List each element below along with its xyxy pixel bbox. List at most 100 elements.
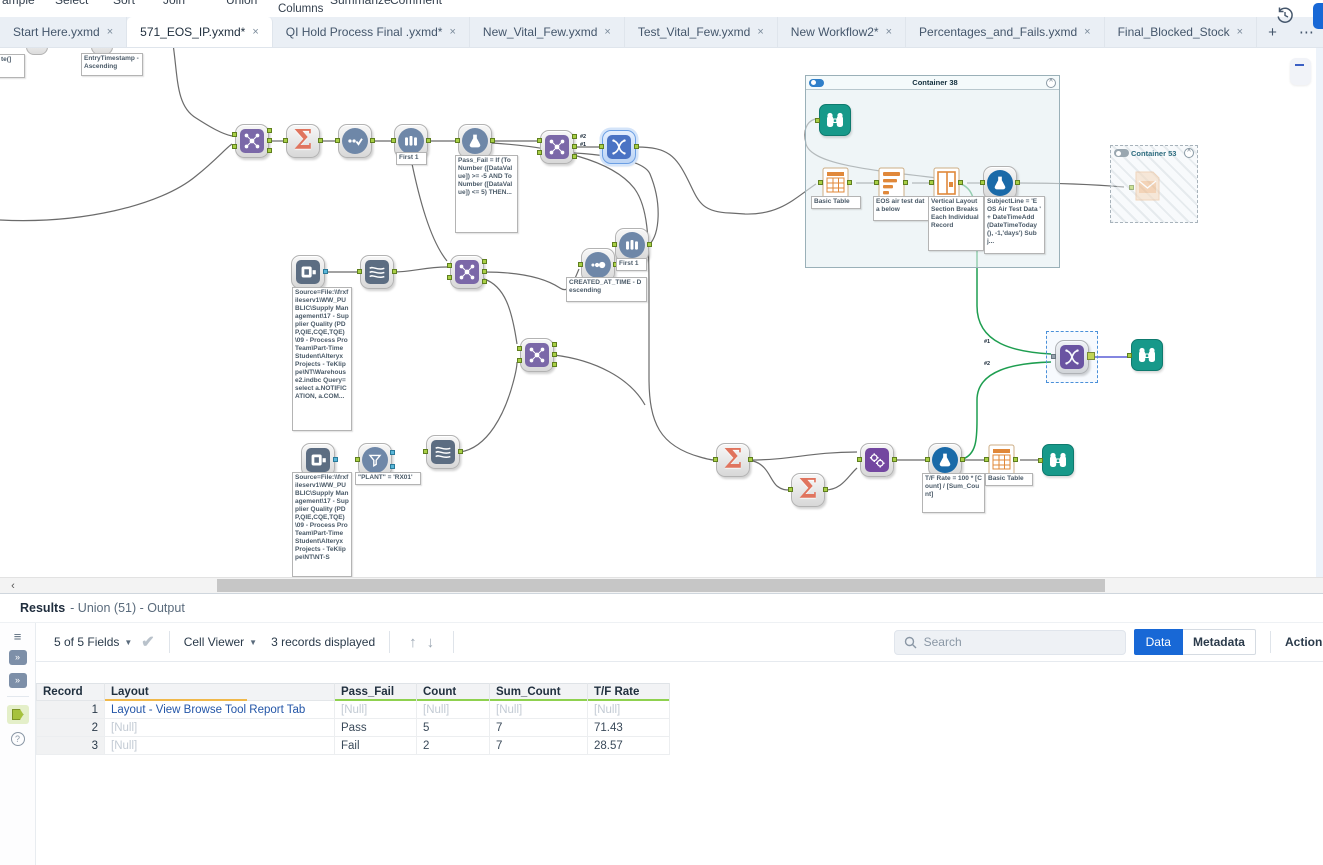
- workflow-tab[interactable]: 571_EOS_IP.yxmd*×: [127, 17, 273, 47]
- join-tool-3[interactable]: [450, 255, 484, 289]
- column-header-layout[interactable]: Layout: [105, 684, 335, 701]
- metadata-tab-button[interactable]: Metadata: [1183, 629, 1256, 655]
- history-icon[interactable]: [1275, 5, 1295, 25]
- connection-anchor[interactable]: [390, 450, 395, 455]
- connection-anchor[interactable]: [748, 457, 753, 462]
- join-tool-1[interactable]: [235, 124, 269, 158]
- email-tool[interactable]: [1134, 170, 1168, 204]
- connection-anchor[interactable]: [482, 269, 487, 274]
- connection-anchor[interactable]: [788, 487, 793, 492]
- sample-tool-2[interactable]: [615, 228, 649, 262]
- container-disabled-toggle[interactable]: [1114, 149, 1129, 157]
- connection-anchor[interactable]: [552, 352, 557, 357]
- canvas-h-scrollbar[interactable]: ‹: [0, 577, 1323, 593]
- formula-tool-tfrate[interactable]: [928, 443, 962, 477]
- connection-anchor[interactable]: [984, 457, 989, 462]
- chevrons-icon[interactable]: »: [9, 650, 27, 665]
- connection-anchor[interactable]: [874, 180, 879, 185]
- close-icon[interactable]: ×: [886, 26, 892, 38]
- run-button-partial[interactable]: [1313, 3, 1323, 29]
- connection-anchor[interactable]: [818, 180, 823, 185]
- connection-anchor[interactable]: [1129, 185, 1134, 190]
- formula-tool-subjectline[interactable]: [983, 166, 1017, 200]
- connection-anchor[interactable]: [612, 242, 617, 247]
- workflow-tab[interactable]: New Workflow2*×: [778, 17, 906, 47]
- connection-anchor[interactable]: [1127, 353, 1132, 358]
- connection-anchor[interactable]: [925, 457, 930, 462]
- connection-anchor[interactable]: [713, 457, 718, 462]
- close-icon[interactable]: ×: [107, 26, 113, 38]
- connection-anchor[interactable]: [599, 144, 604, 149]
- close-icon[interactable]: ×: [1084, 26, 1090, 38]
- check-icon[interactable]: ✔: [141, 632, 154, 652]
- connection-anchor[interactable]: [1015, 180, 1020, 185]
- connection-anchor[interactable]: [537, 150, 542, 155]
- column-header-sum-count[interactable]: Sum_Count: [490, 684, 588, 701]
- workflow-tab[interactable]: Test_Vital_Few.yxmd×: [625, 17, 778, 47]
- summarize-tool-2[interactable]: Σ: [716, 443, 750, 477]
- help-icon[interactable]: ?: [11, 732, 25, 746]
- close-icon[interactable]: ×: [252, 26, 258, 38]
- connection-anchor[interactable]: [426, 138, 431, 143]
- connection-anchor[interactable]: [572, 144, 577, 149]
- connection-anchor[interactable]: [903, 180, 908, 185]
- close-icon[interactable]: ×: [449, 26, 455, 38]
- browse-tool-2[interactable]: [1131, 339, 1165, 373]
- connection-anchor[interactable]: [355, 457, 360, 462]
- formula-tool-passfail[interactable]: [458, 124, 492, 158]
- close-icon[interactable]: ×: [604, 26, 610, 38]
- workflow-tab[interactable]: New_Vital_Few.yxmd×: [470, 17, 625, 47]
- connection-anchor[interactable]: [357, 269, 362, 274]
- connection-anchor[interactable]: [892, 457, 897, 462]
- connection-anchor[interactable]: [578, 262, 583, 267]
- union-tool-1[interactable]: [360, 255, 394, 289]
- connection-anchor[interactable]: [232, 144, 237, 149]
- fields-dropdown[interactable]: 5 of 5 Fields▼ ✔: [54, 632, 155, 652]
- connection-anchor[interactable]: [392, 269, 397, 274]
- connection-anchor[interactable]: [980, 180, 985, 185]
- connection-anchor[interactable]: [267, 128, 272, 133]
- connection-anchor[interactable]: [929, 180, 934, 185]
- arrow-down-icon[interactable]: ↓: [427, 634, 435, 651]
- connection-anchor[interactable]: [267, 148, 272, 153]
- cell-viewer-dropdown[interactable]: Cell Viewer▼: [184, 635, 257, 649]
- connection-anchor[interactable]: [572, 154, 577, 159]
- connection-anchor[interactable]: [517, 358, 522, 363]
- close-icon[interactable]: ×: [757, 26, 763, 38]
- connection-anchor[interactable]: [960, 457, 965, 462]
- container-collapse-button[interactable]: ^: [1184, 148, 1194, 158]
- container-enabled-toggle[interactable]: [809, 79, 824, 87]
- connection-anchor[interactable]: [391, 138, 396, 143]
- arrow-up-icon[interactable]: ↑: [409, 634, 417, 651]
- list-icon[interactable]: ≡: [14, 632, 22, 642]
- workflow-canvas[interactable]: Container 38 ^ Container 53 ^ ΣFirst 1Pa…: [0, 48, 1323, 577]
- workflow-tab[interactable]: Final_Blocked_Stock×: [1105, 17, 1258, 47]
- search-input[interactable]: Search: [894, 630, 1126, 655]
- connection-anchor[interactable]: [815, 118, 820, 123]
- column-header-t-f-rate[interactable]: T/F Rate: [588, 684, 670, 701]
- connection-anchor[interactable]: [482, 259, 487, 264]
- summarize-tool-1[interactable]: Σ: [286, 124, 320, 158]
- workflow-tab[interactable]: Start Here.yxmd×: [0, 17, 127, 47]
- connection-anchor[interactable]: [1038, 458, 1043, 463]
- union-tool-2[interactable]: [426, 435, 460, 469]
- connection-anchor[interactable]: [857, 457, 862, 462]
- connection-anchor[interactable]: [455, 138, 460, 143]
- append-fields-tool[interactable]: [860, 443, 894, 477]
- panel-handle[interactable]: [1290, 58, 1311, 85]
- close-icon[interactable]: ×: [1237, 26, 1243, 38]
- unique-tool[interactable]: [338, 124, 372, 158]
- column-header-record[interactable]: Record: [37, 684, 105, 701]
- connection-anchor[interactable]: [283, 138, 288, 143]
- connection-anchor[interactable]: [423, 449, 428, 454]
- connection-anchor[interactable]: [458, 449, 463, 454]
- connection-anchor[interactable]: [634, 144, 639, 149]
- connection-anchor[interactable]: [318, 138, 323, 143]
- connection-anchor[interactable]: [232, 132, 237, 137]
- join-tool-2[interactable]: [540, 130, 574, 164]
- summarize-tool-3[interactable]: Σ: [791, 473, 825, 507]
- scroll-left-arrow[interactable]: ‹: [4, 578, 22, 593]
- connection-anchor[interactable]: [572, 134, 577, 139]
- connection-anchor[interactable]: [335, 138, 340, 143]
- connection-anchor[interactable]: [1013, 457, 1018, 462]
